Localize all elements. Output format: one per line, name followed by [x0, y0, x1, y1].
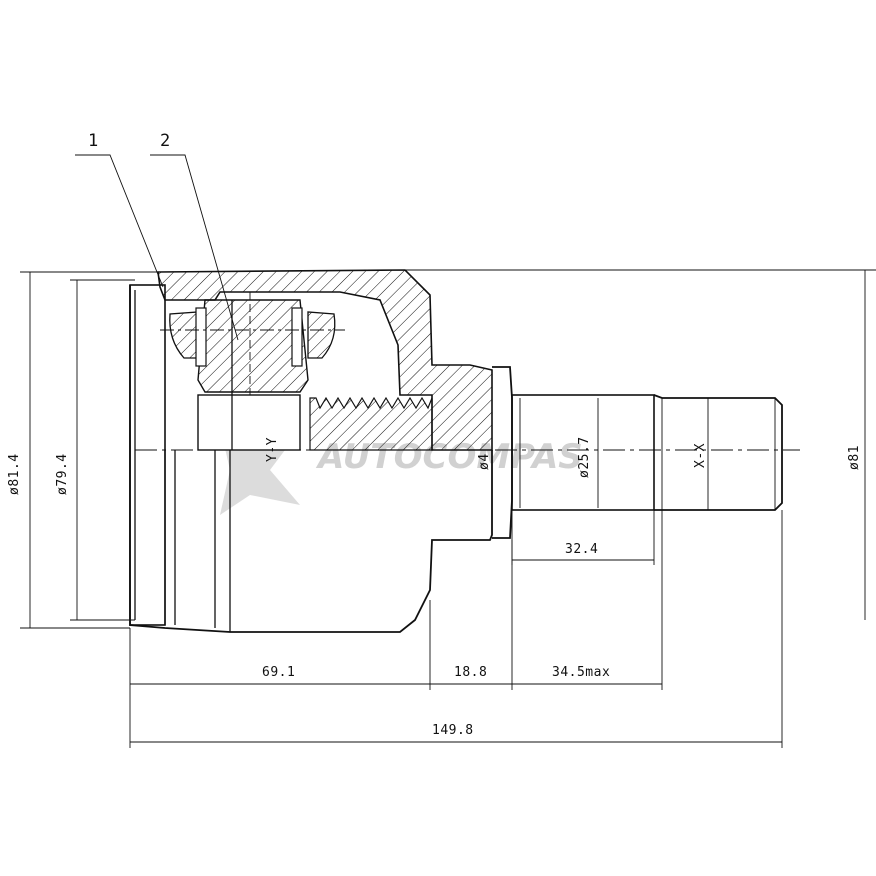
spline-section — [511, 394, 655, 511]
dimension-row-lengths: 69.1 18.8 34.5max — [129, 510, 783, 748]
dim-outer-diameter-label: ø81.4 — [7, 453, 22, 495]
callout-group: 1 2 — [75, 131, 239, 341]
housing-external — [129, 284, 493, 633]
callout-2: 2 — [160, 131, 170, 151]
dim-neck-length-label: 18.8 — [454, 665, 487, 680]
dim-inner-diameter-label: ø79.4 — [55, 453, 70, 495]
dim-spline-diameter-label: ø25.7 — [577, 436, 592, 478]
output-stem — [492, 366, 783, 539]
needle-bearing-right — [291, 307, 303, 367]
callout-1: 1 — [88, 131, 98, 151]
needle-bearing-left — [195, 307, 207, 367]
dimension-thread-diameter: ø81 — [405, 269, 876, 620]
dim-housing-length-label: 69.1 — [262, 665, 295, 680]
thread-section — [653, 394, 783, 511]
dimension-spline-length: 32.4 — [511, 510, 655, 565]
dim-total-length-label: 149.8 — [432, 723, 474, 738]
roller-left — [169, 311, 199, 359]
dim-stem-length-label: 34.5max — [552, 665, 610, 680]
dim-thread-diameter-label: ø81 — [847, 445, 862, 470]
dimension-inner-diameter: ø79.4 — [55, 279, 135, 621]
spline-teeth — [309, 396, 433, 451]
shaft-inner — [197, 394, 301, 451]
housing-section — [157, 269, 493, 451]
section-mark-y: Y-Y — [265, 437, 280, 462]
section-mark-x: X-X — [693, 443, 708, 468]
dim-spline-length-label: 32.4 — [565, 542, 598, 557]
dimension-total-length: 149.8 — [130, 723, 782, 743]
roller-right — [307, 311, 336, 359]
dimension-outer-diameter: ø81.4 — [7, 271, 158, 629]
tripod-spider-hub — [197, 299, 309, 393]
dim-collar-diameter-label: ø4 — [477, 453, 492, 470]
